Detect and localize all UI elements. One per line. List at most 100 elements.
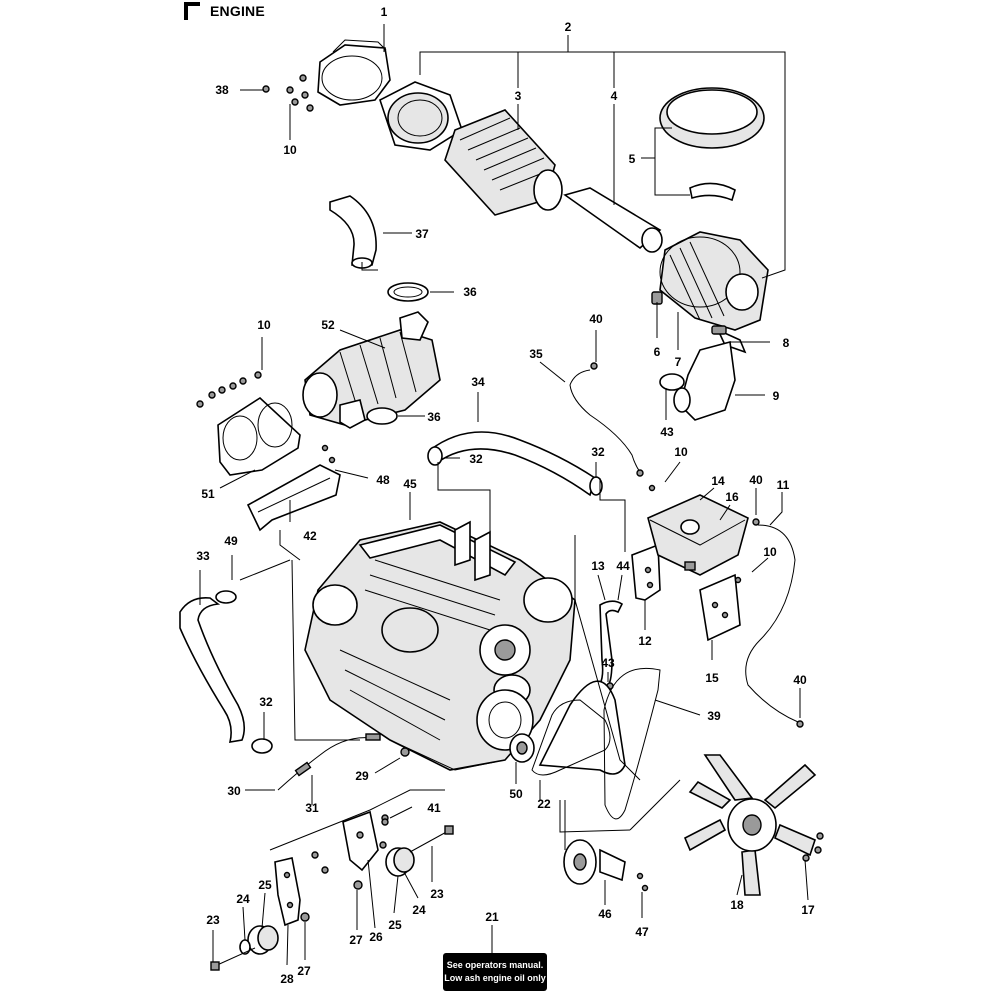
- callout-22: 22: [537, 797, 551, 811]
- callout-27-left: 27: [297, 964, 311, 978]
- callout-41: 41: [427, 801, 441, 815]
- callout-8: 8: [783, 336, 790, 350]
- callout-27-right: 27: [349, 933, 363, 947]
- part-46-fan-spacer: [563, 839, 649, 892]
- callout-24-left: 24: [236, 892, 250, 906]
- callout-43-top: 43: [660, 425, 674, 439]
- leader-lines: [199, 24, 809, 966]
- callout-10-top: 10: [283, 143, 297, 157]
- part-37-intake-pipe: [329, 195, 377, 269]
- part-2-air-filter-end-cap: [379, 81, 463, 151]
- part-32-hose-clamp-left: [251, 738, 273, 754]
- callout-1: 1: [381, 5, 388, 19]
- part-33-radiator-hose: [179, 590, 246, 743]
- part-8-clamp: [711, 325, 727, 335]
- callout-46: 46: [598, 907, 612, 921]
- page-title: ENGINE: [210, 3, 265, 19]
- callout-49: 49: [224, 534, 238, 548]
- oil-note-box: See operators manual. Low ash engine oil…: [443, 953, 547, 991]
- callout-35: 35: [529, 347, 543, 361]
- callout-3: 3: [515, 89, 522, 103]
- callout-10-left: 10: [257, 318, 271, 332]
- callout-16: 16: [725, 490, 739, 504]
- part-5-air-filter-cover: [659, 87, 765, 202]
- part-3-air-filter-element: [444, 109, 563, 216]
- callout-34: 34: [471, 375, 485, 389]
- part-25-rubber-mount-left: [247, 925, 279, 955]
- part-15-tank-bracket: [699, 573, 742, 642]
- callout-32-right: 32: [591, 445, 605, 459]
- callout-12: 12: [638, 634, 652, 648]
- part-11-overflow-hose: [745, 518, 804, 728]
- callout-24-right: 24: [412, 903, 426, 917]
- callout-11: 11: [777, 478, 790, 492]
- callout-45: 45: [403, 477, 417, 491]
- part-22-drive-belt: [531, 699, 611, 776]
- air-filter-housing: [659, 231, 769, 354]
- callout-15: 15: [705, 671, 719, 685]
- callout-10-right: 10: [674, 445, 688, 459]
- callout-38: 38: [215, 83, 229, 97]
- callout-51: 51: [201, 487, 215, 501]
- callout-7: 7: [675, 355, 682, 369]
- callout-18: 18: [730, 898, 744, 912]
- part-41-bolt: [381, 818, 389, 826]
- part-35-breather-line: [569, 362, 644, 477]
- part-31-oil-line: [277, 733, 410, 791]
- part-24-washer-left: [239, 939, 251, 955]
- callout-10-lower-right: 10: [763, 545, 777, 559]
- callout-2: 2: [565, 20, 572, 34]
- part-34-coolant-hose: [427, 431, 603, 497]
- callout-6: 6: [654, 345, 661, 359]
- callout-39: 39: [707, 709, 721, 723]
- callout-4: 4: [611, 89, 618, 103]
- part-7-hose-clamp: [659, 373, 685, 391]
- callout-52: 52: [321, 318, 335, 332]
- part-52-exhaust-muffler: [302, 311, 441, 429]
- callout-40-right: 40: [749, 473, 763, 487]
- callout-26: 26: [369, 930, 383, 944]
- callout-33: 33: [196, 549, 210, 563]
- note-line-1: See operators manual.: [446, 960, 544, 970]
- callout-42: 42: [303, 529, 317, 543]
- callout-48: 48: [376, 473, 390, 487]
- part-36-hose-clamp-lower: [366, 407, 398, 425]
- part-27-nut: [300, 880, 363, 922]
- callout-47: 47: [635, 925, 649, 939]
- callout-32-left: 32: [259, 695, 273, 709]
- callout-23-left: 23: [206, 913, 220, 927]
- callout-5: 5: [629, 152, 636, 166]
- callout-23-right: 23: [430, 887, 444, 901]
- part-42-support-bracket: [246, 444, 341, 532]
- callout-40-top: 40: [589, 312, 603, 326]
- part-45-engine-assembly: [304, 520, 576, 771]
- part-1-air-filter-bracket: [262, 39, 391, 112]
- callout-28: 28: [280, 972, 294, 986]
- part-26-engine-mount-bracket: [342, 810, 389, 872]
- callout-14: 14: [711, 474, 725, 488]
- callout-30: 30: [227, 784, 241, 798]
- part-18-cooling-fan: [683, 754, 824, 896]
- part-12-mounting-plate: [631, 543, 661, 601]
- callout-labels: 1 2 3 4 5 38 10 37 36 10 52 40 35 6 7 8 …: [196, 5, 815, 986]
- callout-36-lower: 36: [427, 410, 441, 424]
- part-23-mount-bolt-right: [409, 825, 454, 853]
- note-line-2: Low ash engine oil only: [444, 973, 546, 983]
- callout-31: 31: [305, 801, 319, 815]
- callout-36-upper: 36: [463, 285, 477, 299]
- callout-13: 13: [591, 559, 605, 573]
- part-39-fan-belt: [538, 667, 661, 820]
- callout-29: 29: [355, 769, 369, 783]
- part-51-muffler-bracket: [196, 371, 301, 476]
- callout-25-right: 25: [388, 918, 402, 932]
- callout-37: 37: [415, 227, 429, 241]
- callout-21: 21: [485, 910, 499, 924]
- part-13-coolant-hose-right: [598, 600, 624, 690]
- section-marker-icon: [184, 2, 200, 20]
- part-50-crankshaft-pulley: [509, 733, 535, 763]
- part-4-safety-filter: [563, 187, 663, 253]
- part-28-engine-mount-bracket-left: [274, 851, 329, 927]
- callout-32-mid: 32: [469, 452, 483, 466]
